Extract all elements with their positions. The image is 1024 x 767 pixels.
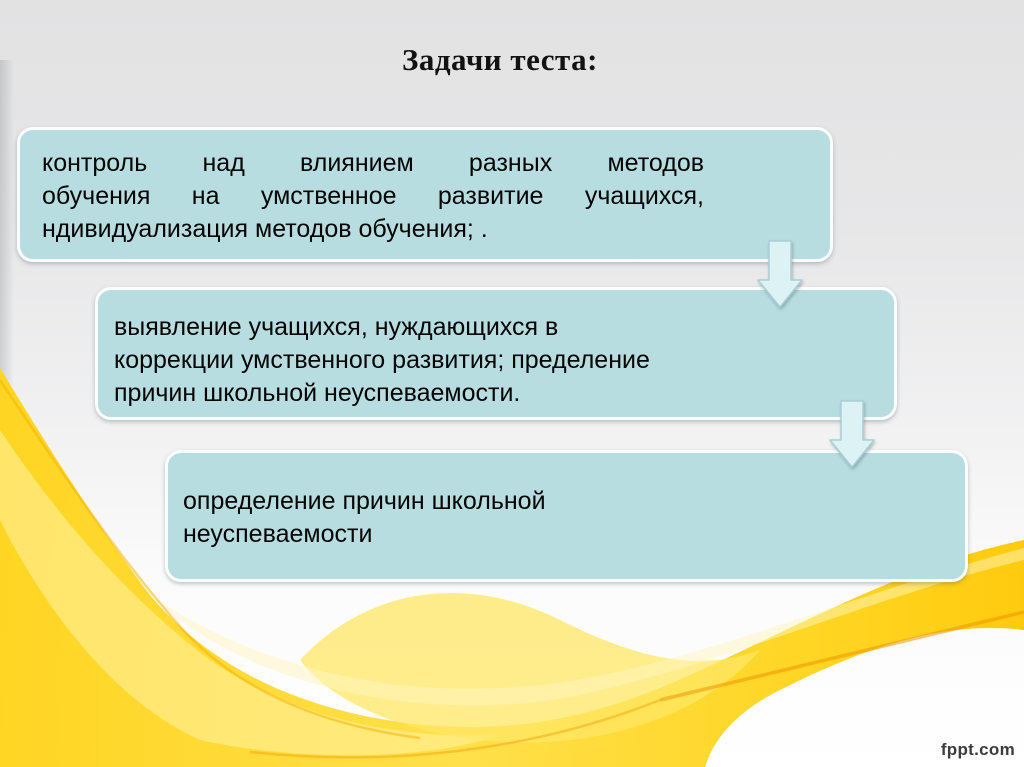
- flow-box-2-line-1: выявление учащихся, нуждающихся в: [114, 313, 559, 341]
- flow-box-3: определение причин школьной неуспеваемос…: [165, 450, 968, 582]
- flow-box-1-line-3: ндивидуализация методов обучения; .: [42, 215, 488, 243]
- ribbon-accent-line-3: [249, 698, 661, 759]
- down-arrow-icon-2: [829, 400, 875, 468]
- flow-box-2: выявление учащихся, нуждающихся в коррек…: [95, 287, 897, 420]
- ribbon-main-sweep: [0, 368, 1024, 767]
- flow-box-3-line-1: определение причин школьной: [183, 487, 546, 515]
- flow-box-3-line-2: неуспеваемости: [183, 520, 373, 548]
- ribbon-pale-overlay: [0, 430, 500, 756]
- ribbon-fold-highlight: [300, 593, 760, 743]
- slide-title: Задачи теста:: [402, 42, 598, 77]
- flow-box-1-line-1: контроль над влиянием разных методов: [42, 149, 704, 177]
- watermark: fppt.com: [940, 740, 1015, 759]
- flow-box-1-line-2: обучения на умственное развитие учащихся…: [42, 182, 704, 210]
- flow-box-1: контроль над влиянием разных методов обу…: [17, 127, 833, 262]
- flow-box-2-line-3: причин школьной неуспеваемости.: [114, 379, 521, 407]
- flow-box-2-line-2: коррекции умственного развития; пределен…: [114, 346, 650, 374]
- ribbon-accent-line-2: [0, 379, 421, 740]
- down-arrow-icon-1: [757, 240, 803, 308]
- ribbon-accent-line-1: [659, 610, 1024, 702]
